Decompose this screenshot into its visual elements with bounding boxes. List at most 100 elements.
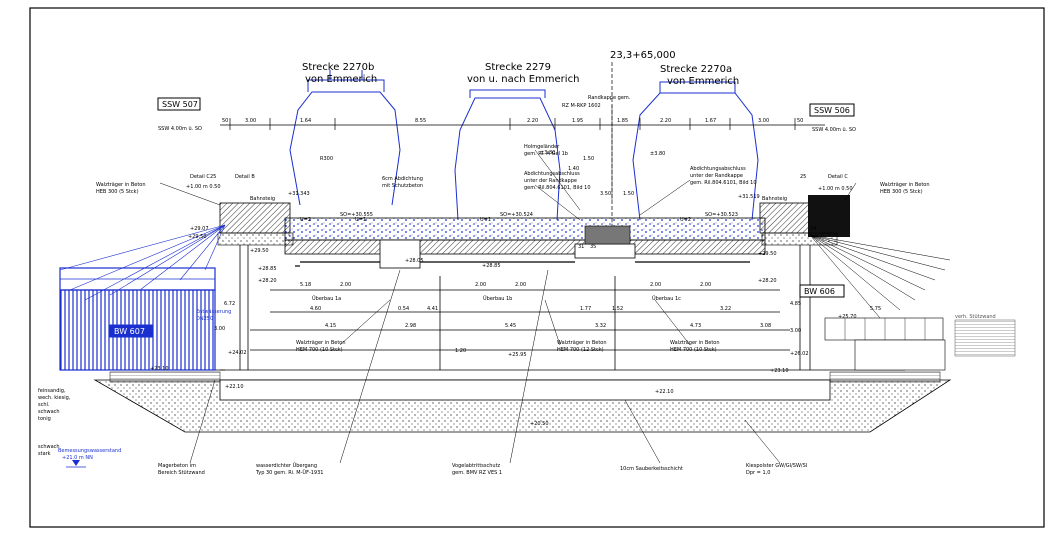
so-left: SO=+30.555 bbox=[340, 212, 373, 218]
right-abutment-fill bbox=[808, 195, 850, 237]
dim-top-8: 3.00 bbox=[758, 118, 769, 124]
water-level-icon bbox=[66, 460, 86, 468]
h-2602: +26.02 bbox=[790, 351, 809, 357]
dim-top-6: 2.20 bbox=[660, 118, 671, 124]
mager-2: Bereich Stützwand bbox=[158, 470, 205, 476]
ueberbau-1c: Überbau 1c bbox=[652, 295, 681, 302]
bw-607-label: BW 607 bbox=[114, 327, 145, 336]
kies-2: Dpr = 1,0 bbox=[746, 470, 770, 476]
ssw-506-box: SSW 506 bbox=[809, 103, 855, 117]
h-2210: +22.10 bbox=[225, 384, 244, 390]
bemessung-level: +21.0 m NN bbox=[62, 455, 93, 461]
h-24: 24 bbox=[810, 226, 816, 232]
leader-lines bbox=[159, 105, 857, 464]
randkappe-2: RZ M-RKP 1602 bbox=[562, 103, 601, 109]
top-dimensions: 3.00 1.64 8.55 2.20 1.95 1.85 2.20 1.67 … bbox=[245, 118, 769, 124]
right-retaining-wall bbox=[824, 317, 1016, 371]
soil-5: tonig bbox=[38, 416, 51, 422]
top-dimension-line bbox=[220, 62, 825, 230]
bw-606-label: BW 606 bbox=[804, 287, 835, 296]
h-2950: +29.50 bbox=[188, 234, 207, 240]
h-2907: +29.07 bbox=[190, 226, 209, 232]
dim-low1-0: 4.60 bbox=[310, 306, 321, 312]
track-2270b-title: Strecke 2270b bbox=[302, 62, 374, 73]
track-2270a-subtitle: von Emmerich bbox=[667, 76, 739, 87]
walz-right-2: HEB 300 (5 Stck) bbox=[880, 189, 923, 195]
station-label: 23,3+65,000 bbox=[610, 50, 676, 61]
r-300: R300 bbox=[320, 156, 333, 162]
ssw-507-label: SSW 507 bbox=[162, 100, 198, 109]
entw-label: Entwässerung bbox=[196, 309, 231, 315]
bem-2: stark bbox=[38, 451, 51, 457]
h-2570: +25.70 bbox=[838, 314, 857, 320]
abd-left-2: unter der Randkappe bbox=[524, 178, 577, 184]
dim-mid-5: 2.00 bbox=[700, 282, 711, 288]
v-672: 6.72 bbox=[224, 301, 235, 307]
foundation bbox=[93, 371, 952, 433]
dim-low1-4: 1.52 bbox=[612, 306, 623, 312]
dim-low1-3: 1.77 bbox=[580, 306, 591, 312]
bemessung-label: Bemessungswasserstand bbox=[58, 448, 121, 454]
walz-right: Walzträger in Beton bbox=[880, 182, 930, 188]
dim-mid-1: 2.00 bbox=[340, 282, 351, 288]
ssw-507-box: SSW 507 bbox=[157, 97, 201, 111]
h-50: 50 bbox=[222, 118, 228, 124]
h-2950r: +29.50 bbox=[758, 251, 777, 257]
holm: Holmgeländer bbox=[524, 144, 560, 150]
sauber: 10cm Sauberkeitsschicht bbox=[620, 466, 683, 472]
dim-mid-0: 5.18 bbox=[300, 282, 311, 288]
bw-606-box: BW 606 bbox=[799, 284, 845, 298]
dim-top-4: 1.95 bbox=[572, 118, 583, 124]
sheet-border bbox=[29, 7, 1045, 528]
ueberbau-1b: Überbau 1b bbox=[483, 295, 512, 302]
lower-annotations: Entwässerung DN250 Walzträger in Beton H… bbox=[38, 301, 996, 476]
h-35: 35 bbox=[590, 244, 596, 250]
deck-slab bbox=[284, 239, 766, 255]
vehicle-profiles bbox=[289, 70, 759, 221]
track-2270a-title: Strecke 2270a bbox=[660, 64, 732, 75]
h-31: 31 bbox=[578, 244, 584, 250]
bem-1: schwach bbox=[38, 444, 60, 450]
h-31343: +31.343 bbox=[288, 191, 310, 197]
soil-3: schl. bbox=[38, 402, 50, 408]
dim-top-1: 1.64 bbox=[300, 118, 311, 124]
kies: Kiespolster GW/GI/SW/SI bbox=[746, 463, 807, 469]
h-2805: +28.05 bbox=[405, 258, 424, 264]
v-485: 4.85 bbox=[790, 301, 801, 307]
mid-dimensions: 5.18 2.00 2.00 2.00 2.00 2.00 4.60 0.54 … bbox=[300, 282, 771, 329]
abd-left: Abdichtungsabschluss bbox=[524, 171, 580, 177]
dim-top-3: 2.20 bbox=[527, 118, 538, 124]
walz-left-2: HEB 300 (5 Stck) bbox=[96, 189, 139, 195]
abd-right-3: gem. Ril.804.6101, Bild 10 bbox=[690, 180, 757, 186]
schutz: 6cm Abdichtung bbox=[382, 176, 423, 182]
dim-top-5: 1.85 bbox=[617, 118, 628, 124]
detail-c-right: Detail C bbox=[828, 174, 848, 180]
walz-a: Walzträger in Beton bbox=[296, 340, 346, 346]
elev-top-right: +1.00 m 0.50 bbox=[818, 186, 853, 192]
h-2310: +23.10 bbox=[150, 366, 169, 372]
h-2310r: +23.10 bbox=[770, 368, 789, 374]
bridge-deck bbox=[217, 195, 850, 269]
dim-top-2: 8.55 bbox=[415, 118, 426, 124]
upper-annotations: SSW 4.00m ü. SO SSW 4.00m ü. SO Detail C… bbox=[96, 95, 930, 302]
dim-mid-2: 2.00 bbox=[475, 282, 486, 288]
so-right: SO=+30.523 bbox=[705, 212, 738, 218]
walz-left: Walzträger in Beton bbox=[96, 182, 146, 188]
track-2270b-subtitle: von Emmerich bbox=[305, 74, 377, 85]
vogel-2: gem. BMV RZ VES 1 bbox=[452, 470, 502, 476]
slope-lines bbox=[809, 234, 951, 319]
h-380: ±3.80 bbox=[540, 150, 555, 156]
walz-a-2: HEM 700 (10 Stck) bbox=[296, 347, 343, 353]
dim-top-0: 3.00 bbox=[245, 118, 256, 124]
dim-low2-2: 5.45 bbox=[505, 323, 516, 329]
holm-2: gem. Ri. A-Gel 1b bbox=[524, 151, 568, 157]
dim-low2-1: 2.98 bbox=[405, 323, 416, 329]
walz-b: Walzträger in Beton bbox=[557, 340, 607, 346]
h-140: 1.40 bbox=[568, 166, 579, 172]
mager: Magerbeton im bbox=[158, 463, 196, 469]
h-150: 1.50 bbox=[583, 156, 594, 162]
ssw-506-label: SSW 506 bbox=[814, 106, 850, 115]
bahnsteig-right: Bahnsteig bbox=[762, 196, 787, 202]
h-25b: 25 bbox=[800, 174, 806, 180]
